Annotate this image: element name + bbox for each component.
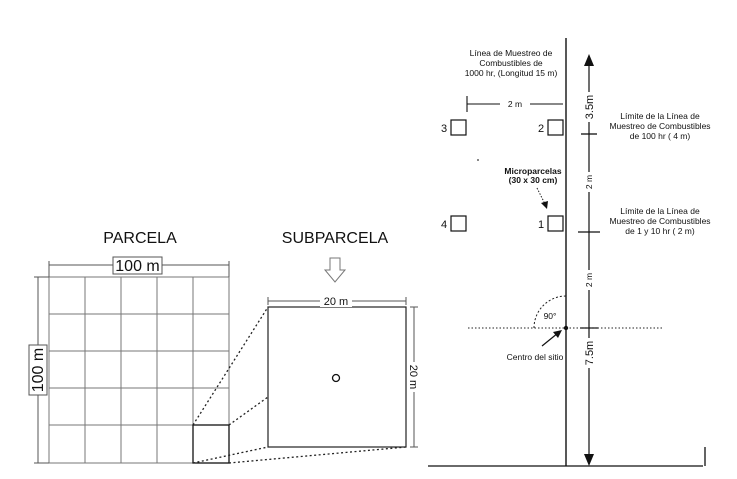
offset-label: 2 m xyxy=(508,99,522,109)
microplot-2 xyxy=(547,119,564,136)
microplot-4 xyxy=(450,215,467,232)
limit-1-10hr-text-3: de 1 y 10 hr ( 2 m) xyxy=(625,226,695,236)
limit-100hr-text-1: Límite de la Línea de xyxy=(620,111,700,121)
parcela-title: PARCELA xyxy=(103,230,177,247)
plot-height-label: 100 m xyxy=(30,348,47,392)
limit-1-10hr-text-2: Muestreo de Combustibles xyxy=(609,216,710,226)
microplot-4-label: 4 xyxy=(441,219,447,231)
center-label: Centro del sitio xyxy=(507,352,564,362)
dim-2m-lower-label: 2 m xyxy=(584,273,594,287)
center-pointer-icon xyxy=(553,330,562,338)
microplots-pointer-line xyxy=(536,187,546,205)
line-1000hr-text-3: 1000 hr, (Longitud 15 m) xyxy=(465,68,558,78)
dim-3-5m-label: 3.5m xyxy=(584,95,596,119)
limit-100hr-text-3: de 100 hr ( 4 m) xyxy=(630,131,691,141)
down-arrow-icon xyxy=(323,257,347,283)
subplot-width-label: 20 m xyxy=(324,296,348,308)
microplots-pointer-icon xyxy=(541,201,548,209)
microplot-1-label: 1 xyxy=(538,219,544,231)
subplot-width-label-bg xyxy=(320,293,352,307)
subplot-center-marker xyxy=(331,373,341,383)
subplot-square xyxy=(267,306,407,448)
selected-subplot-cell xyxy=(192,424,230,464)
arrow-down-icon xyxy=(584,454,594,466)
microplots-label: Microparcelas (30 x 30 cm) xyxy=(504,166,561,185)
line-1000hr-text-1: Línea de Muestreo de xyxy=(470,48,553,58)
microplot-2-label: 2 xyxy=(538,123,544,135)
plot-grid xyxy=(48,276,230,464)
right-angle-arc xyxy=(533,295,567,329)
angle-label: 90° xyxy=(544,311,557,321)
microplot-3-label: 3 xyxy=(441,123,447,135)
center-point xyxy=(563,325,569,331)
two-meter-offset-dimension xyxy=(466,96,563,112)
stray-dot xyxy=(477,159,479,161)
dim-2m-upper-label: 2 m xyxy=(584,175,594,189)
microplot-1 xyxy=(547,215,564,232)
projection-lines xyxy=(192,306,407,464)
subparcela-title: SUBPARCELA xyxy=(282,230,389,247)
center-pointer-line xyxy=(541,332,559,347)
line-1000hr-label: Línea de Muestreo de Combustibles de 100… xyxy=(465,48,558,78)
plot-width-label: 100 m xyxy=(115,258,159,275)
limit-1-10hr-label: Límite de la Línea de Muestreo de Combus… xyxy=(609,206,710,236)
plot-height-label-box xyxy=(28,344,48,396)
subplot-height-label-bg xyxy=(407,362,421,392)
plot-width-label-box xyxy=(112,256,163,275)
dim-7-5m-label: 7.5m xyxy=(584,341,596,365)
line-1000hr-text-2: Combustibles de xyxy=(479,58,543,68)
arrow-up-icon xyxy=(584,54,594,66)
microplot-boxes xyxy=(450,119,564,232)
subplot-height-label: 20 m xyxy=(407,365,419,389)
limit-100hr-text-2: Muestreo de Combustibles xyxy=(609,121,710,131)
limit-100hr-label: Límite de la Línea de Muestreo de Combus… xyxy=(609,111,710,141)
microplots-text-1: Microparcelas xyxy=(504,166,561,176)
microplots-text-2: (30 x 30 cm) xyxy=(509,175,558,185)
microplot-3 xyxy=(450,119,467,136)
limit-1-10hr-text-1: Límite de la Línea de xyxy=(620,206,700,216)
